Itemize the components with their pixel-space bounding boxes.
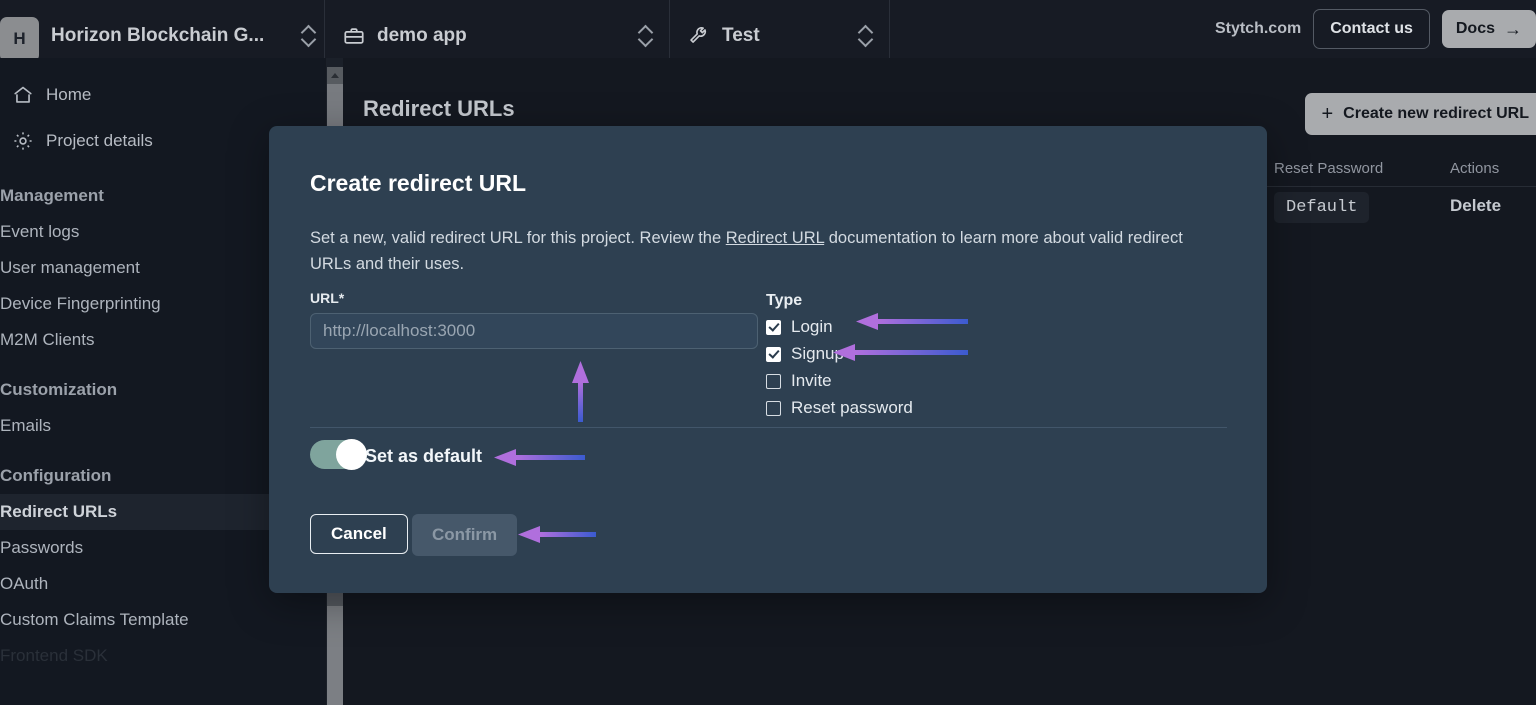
environment-selector[interactable]: Test	[670, 0, 890, 72]
create-redirect-url-dialog: Create redirect URL Set a new, valid red…	[269, 126, 1267, 593]
dialog-divider	[310, 427, 1227, 428]
checkbox-icon-checked	[766, 346, 781, 362]
url-field-label: URL*	[310, 290, 345, 306]
checkbox-label: Signup	[791, 344, 844, 363]
url-input[interactable]	[310, 313, 758, 349]
sidebar-item-label: Home	[46, 85, 92, 104]
scroll-up-button[interactable]	[327, 67, 343, 84]
sidebar-group-management: Management	[0, 186, 104, 205]
top-bar-actions: Stytch.com Contact us Docs →	[890, 0, 1536, 58]
type-group-label: Type	[766, 292, 803, 309]
checkbox-icon-checked	[766, 319, 781, 335]
checkbox-icon-unchecked	[766, 400, 781, 416]
description-text-before: Set a new, valid redirect URL for this p…	[310, 229, 726, 247]
checkbox-login[interactable]: Login	[766, 317, 833, 337]
column-header-reset-password: Reset Password	[1274, 160, 1384, 177]
sidebar-item-m2m-clients[interactable]: M2M Clients	[0, 330, 95, 349]
status-badge: Default	[1274, 192, 1370, 223]
checkbox-label: Reset password	[791, 398, 913, 417]
sidebar-item-user-management[interactable]: User management	[0, 258, 140, 277]
sidebar-item-oauth[interactable]: OAuth	[0, 574, 49, 593]
docs-button[interactable]: Docs →	[1441, 10, 1536, 48]
environment-name: Test	[722, 25, 760, 46]
chevron-updown-icon	[302, 24, 316, 48]
checkbox-invite[interactable]: Invite	[766, 371, 832, 391]
page-title: Redirect URLs	[363, 96, 515, 121]
checkbox-signup[interactable]: Signup	[766, 344, 844, 364]
sidebar-item-custom-claims-template[interactable]: Custom Claims Template	[0, 610, 189, 629]
create-new-redirect-url-button[interactable]: + Create new redirect URL	[1305, 93, 1536, 135]
sidebar-item-emails[interactable]: Emails	[0, 416, 52, 435]
app-name: demo app	[377, 25, 467, 46]
sidebar-group-customization: Customization	[0, 380, 118, 399]
checkbox-icon-unchecked	[766, 373, 781, 389]
project-avatar: H	[0, 16, 39, 62]
description-text-after: documentation to learn more about valid …	[310, 229, 1183, 273]
chevron-updown-icon	[639, 24, 653, 48]
project-name: Horizon Blockchain G...	[51, 25, 265, 46]
checkbox-reset-password[interactable]: Reset password	[766, 398, 913, 418]
docs-button-label: Docs	[1455, 20, 1495, 37]
set-as-default-toggle[interactable]	[310, 439, 367, 470]
sidebar-scrollbar-lower[interactable]	[326, 588, 343, 705]
cancel-button[interactable]: Cancel	[310, 514, 408, 554]
contact-us-button[interactable]: Contact us	[1313, 9, 1430, 49]
project-selector[interactable]: H Horizon Blockchain G...	[0, 0, 325, 72]
checkbox-label: Invite	[791, 371, 832, 390]
top-bar: H Horizon Blockchain G... demo app	[0, 0, 1536, 72]
dialog-description: Set a new, valid redirect URL for this p…	[310, 226, 1200, 277]
gear-icon	[12, 130, 34, 152]
toggle-knob	[336, 439, 367, 470]
redirect-url-doc-link[interactable]: Redirect URL	[725, 229, 825, 247]
plus-icon: +	[1321, 103, 1334, 125]
app-selector[interactable]: demo app	[325, 0, 670, 72]
briefcase-icon	[343, 25, 365, 47]
sidebar-item-frontend-sdk[interactable]: Frontend SDK	[0, 646, 108, 665]
column-header-actions: Actions	[1450, 160, 1500, 177]
confirm-button[interactable]: Confirm	[412, 514, 518, 556]
stytch-site-link[interactable]: Stytch.com	[1214, 20, 1302, 37]
checkbox-label: Login	[791, 317, 833, 336]
arrow-right-icon: →	[1504, 19, 1522, 39]
sidebar-group-configuration: Configuration	[0, 466, 112, 485]
delete-link[interactable]: Delete	[1450, 196, 1502, 215]
sidebar-item-event-logs[interactable]: Event logs	[0, 222, 80, 241]
chevron-updown-icon	[859, 24, 873, 48]
home-icon	[12, 84, 34, 106]
sidebar-item-device-fingerprinting[interactable]: Device Fingerprinting	[0, 294, 161, 313]
scrollbar-thumb-lower[interactable]	[327, 606, 343, 705]
set-as-default-label: Set as default	[365, 446, 483, 466]
sidebar-item-project-details[interactable]: Project details	[0, 118, 325, 164]
sidebar-item-home[interactable]: Home	[0, 72, 325, 118]
wrench-icon	[688, 25, 710, 47]
create-button-label: Create new redirect URL	[1343, 105, 1529, 122]
sidebar-item-label: Project details	[46, 131, 153, 150]
dialog-title: Create redirect URL	[310, 170, 527, 196]
sidebar-item-passwords[interactable]: Passwords	[0, 538, 84, 557]
